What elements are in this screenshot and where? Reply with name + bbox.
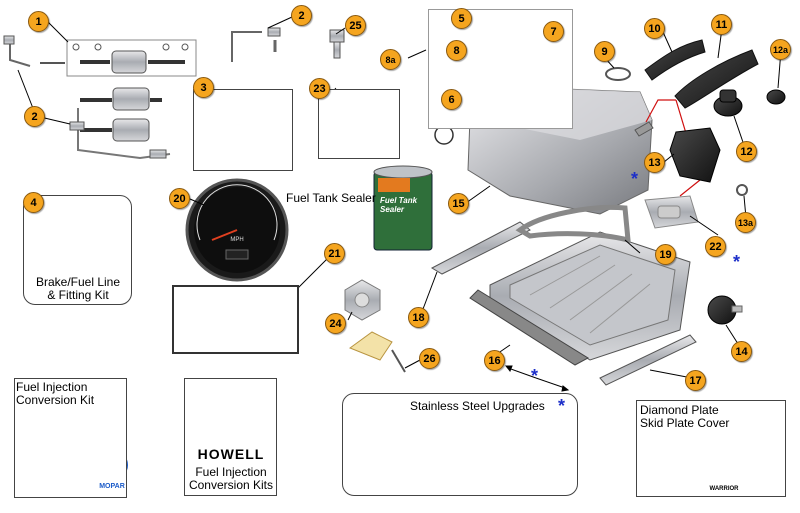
callout-2-left[interactable]: 2 [24,106,45,127]
diamond-plate-label: Diamond Plate Skid Plate Cover [640,404,760,430]
callout-20[interactable]: 20 [169,188,190,209]
callout-13a[interactable]: 13a [735,212,756,233]
howell-label-line2: Conversion Kits [188,478,274,492]
speedo-unit: MPH [230,237,244,243]
howell-box [184,378,277,496]
sealer-link[interactable] [286,170,436,254]
brake-kit-box [23,195,132,305]
availability-star-2: * [733,252,741,272]
sealer-can-icon [373,165,433,251]
callout-9[interactable]: 9 [594,41,615,62]
howell-kit-link[interactable] [184,378,277,496]
stainless-title: Stainless Steel Upgrades [410,399,545,413]
howell-brand: HOWELL [197,446,265,462]
brake-kit-label-line2: & Fitting Kit [47,288,109,302]
callout-19[interactable]: 19 [655,244,676,265]
callout-22[interactable]: 22 [705,236,726,257]
nut [344,279,381,321]
bolt [329,29,345,59]
callout-23[interactable]: 23 [309,78,330,99]
diamond-plate-label-line2: Skid Plate Cover [640,416,730,430]
gauge-fuel-e: E [248,315,257,329]
callout-14[interactable]: 14 [731,341,752,362]
callout-8a[interactable]: 8a [380,49,401,70]
fi-kit-label: Fuel Injection Conversion Kit [16,381,124,407]
howell-label: Fuel Injection Conversion Kits [186,466,276,492]
callout-16[interactable]: 16 [484,350,505,371]
fi-kit-link[interactable] [14,378,127,498]
fuel-line-assembly [3,27,281,160]
diamond-plate-box [636,400,786,497]
fi-kit-label-line1: Fuel Injection [16,380,88,394]
callout-11[interactable]: 11 [711,14,732,35]
sealer-label: Fuel Tank Sealer [286,191,376,205]
callout-13[interactable]: 13 [644,152,665,173]
callout-17[interactable]: 17 [685,370,706,391]
speedometer-icon [185,178,289,282]
vented-cap [707,295,743,325]
filler-door [644,195,699,229]
callout-5[interactable]: 5 [451,8,472,29]
sealer-can-text: Fuel Tank Sealer [380,196,430,214]
warrior-logo-text: WARRIOR [709,486,739,492]
fuel-pump-box [193,89,293,171]
tank-kit-box [318,89,400,159]
availability-star-1: * [631,169,639,189]
stainless-upgrades-link[interactable] [342,393,578,496]
callout-10[interactable]: 10 [644,18,665,39]
float-sender [348,331,406,373]
availability-star-4: * [558,396,566,416]
callout-3[interactable]: 3 [193,77,214,98]
callout-6[interactable]: 6 [441,89,462,110]
gauge-temp-c: C [183,315,193,329]
sealer-can-text-line1: Fuel Tank [380,196,418,205]
fi-kit-box [14,378,127,498]
brake-kit-label: Brake/Fuel Line & Fitting Kit [26,276,130,302]
gas-cap-icon [713,89,786,117]
sealer-can-text-line2: Sealer [380,205,405,214]
callout-18[interactable]: 18 [408,307,429,328]
brake-kit-link[interactable] [23,195,132,305]
fi-kit-label-line2: Conversion Kit [16,393,95,407]
callout-1[interactable]: 1 [28,11,49,32]
callout-2-top[interactable]: 2 [291,5,312,26]
howell-label-line1: Fuel Injection [195,465,267,479]
gauges-box [172,285,299,354]
diamond-plate-label-line1: Diamond Plate [640,403,719,417]
gauge-temp-h: H [212,315,222,329]
callout-12[interactable]: 12 [736,141,757,162]
mopar-logo-text: MOPAR [99,483,125,490]
callout-8[interactable]: 8 [446,40,467,61]
callout-21[interactable]: 21 [324,243,345,264]
callout-7[interactable]: 7 [543,21,564,42]
stainless-box [342,393,578,496]
diamond-plate-link[interactable] [636,400,786,497]
gauge-fuel-f: F [278,315,286,329]
callout-25[interactable]: 25 [345,15,366,36]
filler-neck-icon [644,39,759,109]
brake-kit-label-line1: Brake/Fuel Line [35,275,121,289]
callout-24[interactable]: 24 [325,313,346,334]
callout-4[interactable]: 4 [23,192,44,213]
callout-26[interactable]: 26 [419,348,440,369]
leader-arrows [504,365,570,392]
availability-star-3: * [531,366,539,386]
callout-12a[interactable]: 12a [770,39,791,60]
callout-15[interactable]: 15 [448,193,469,214]
skid-plate-icon [430,204,697,386]
